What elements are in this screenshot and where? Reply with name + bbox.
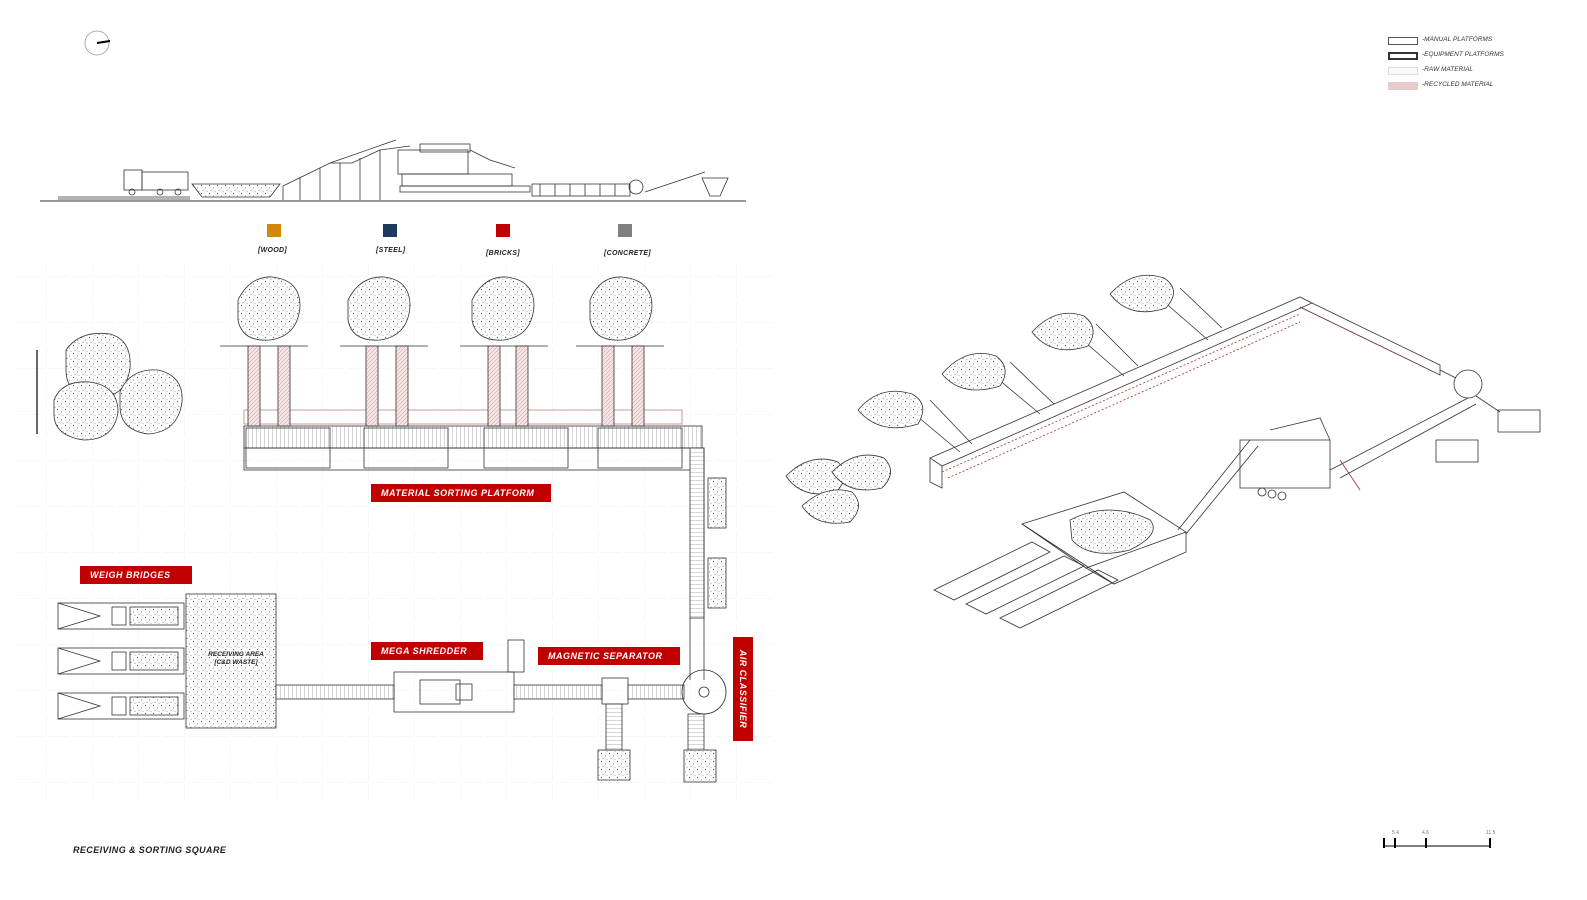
raw-material-piles	[36, 332, 183, 441]
bricks-label: [BRICKS]	[486, 250, 520, 257]
axonometric-view	[785, 274, 1541, 629]
weigh-bridges-plan	[57, 593, 277, 729]
steel-label: [STEEL]	[376, 247, 406, 254]
scale-bar	[1383, 838, 1491, 848]
legend-recycled: -RECYCLED MATERIAL	[1388, 81, 1538, 93]
sorting-platform-plan	[243, 409, 727, 680]
legend-raw: -RAW MATERIAL	[1388, 66, 1538, 78]
scale-tick-3: 11.5	[1486, 830, 1496, 836]
legend-recycled-swatch	[1388, 82, 1418, 90]
scale-tick-1: 5.4	[1392, 830, 1399, 836]
wood-swatch	[267, 224, 281, 237]
scale-tick-2: 4.6	[1422, 830, 1429, 836]
receiving-area-label: RECEIVING AREA [C&D WASTE]	[208, 651, 264, 666]
wood-label: [WOOD]	[258, 247, 288, 254]
steel-swatch	[383, 224, 397, 237]
section-elevation	[40, 139, 746, 202]
legend-manual: -MANUAL PLATFORMS	[1388, 36, 1538, 48]
concrete-swatch	[618, 224, 632, 237]
north-arrow-icon	[84, 30, 111, 56]
legend-equipment: -EQUIPMENT PLATFORMS	[1388, 51, 1538, 63]
mega-shredder-label: MEGA SHREDDER	[371, 642, 483, 660]
drawing-title: RECEIVING & SORTING SQUARE	[73, 845, 227, 855]
legend-raw-swatch	[1388, 67, 1418, 75]
processing-line-plan	[275, 639, 727, 783]
concrete-label: [CONCRETE]	[604, 250, 651, 257]
sorting-chutes	[220, 276, 664, 427]
magnetic-separator-label: MAGNETIC SEPARATOR	[538, 647, 680, 665]
air-classifier-label: AIR CLASSIFIER	[733, 637, 753, 741]
weigh-bridges-label: WEIGH BRIDGES	[80, 566, 192, 584]
bricks-swatch	[496, 224, 510, 237]
legend-equipment-swatch	[1388, 52, 1418, 60]
material-sorting-platform-label: MATERIAL SORTING PLATFORM	[371, 484, 551, 502]
plan-grid	[14, 262, 772, 802]
legend-manual-swatch	[1388, 37, 1418, 45]
